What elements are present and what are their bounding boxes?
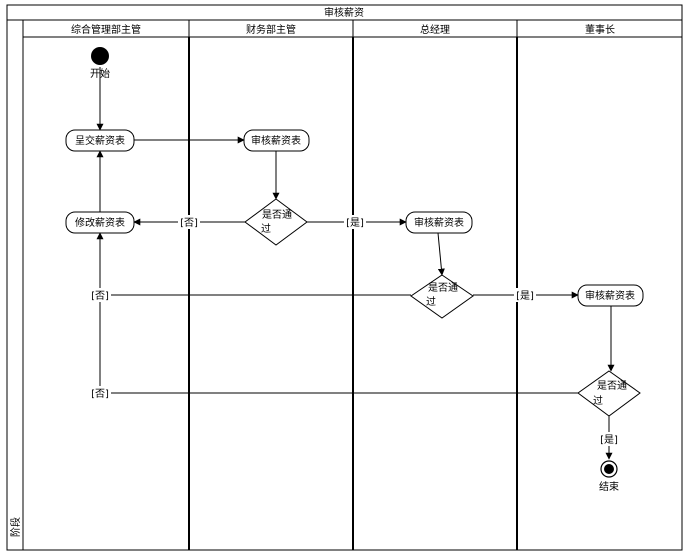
- decision-2-line1: 是否通: [428, 282, 458, 294]
- decision-2-line2: 过: [426, 295, 436, 308]
- diagram-title: 审核薪资: [324, 6, 364, 19]
- end-label: 结束: [599, 480, 619, 493]
- edge-label-d1-no: [否]: [180, 217, 198, 229]
- gm-review-label: 审核薪资表: [414, 216, 464, 229]
- end-node-inner: [604, 464, 614, 474]
- flow-review-gm-decision2: [437, 232, 445, 276]
- lane-header-gm: 总经理: [420, 23, 450, 36]
- decision-3: [577, 370, 641, 417]
- edge-label-d3-yes: [是]: [600, 434, 618, 446]
- edge-label-d3-no: [否]: [91, 388, 109, 400]
- modify-salary-label: 修改薪资表: [75, 216, 125, 229]
- gm-review-activity: [405, 211, 473, 234]
- start-label: 开始: [90, 67, 110, 80]
- edge-label-d1-yes: [是]: [346, 217, 364, 229]
- finance-review-activity: [243, 129, 310, 152]
- decision-1: [244, 198, 308, 246]
- decision-3-line1: 是否通: [597, 380, 627, 392]
- lane-header-finance: 财务部主管: [246, 23, 296, 36]
- edge-label-d2-yes: [是]: [516, 290, 534, 302]
- decision-2: [410, 274, 474, 319]
- chair-review-label: 审核薪资表: [585, 289, 635, 302]
- stage-label: 阶段: [9, 517, 22, 537]
- diagram-frame: [6, 4, 683, 551]
- submit-salary-label: 呈交薪资表: [75, 134, 125, 147]
- decision-1-line2: 过: [261, 222, 271, 235]
- chair-review-activity: [577, 284, 644, 307]
- submit-salary-activity: [65, 129, 135, 152]
- lane-header-chair: 董事长: [585, 23, 615, 36]
- start-node: [91, 47, 109, 65]
- decision-3-line2: 过: [593, 394, 603, 407]
- modify-salary-activity: [65, 211, 135, 234]
- finance-review-label: 审核薪资表: [251, 134, 301, 147]
- lane-header-hr: 综合管理部主管: [71, 23, 141, 36]
- edge-label-d2-no: [否]: [91, 290, 109, 302]
- decision-1-line1: 是否通: [262, 209, 292, 221]
